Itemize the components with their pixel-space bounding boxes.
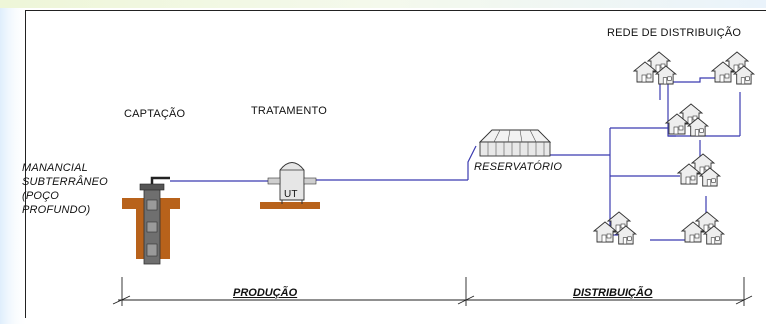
diagram-frame — [25, 10, 766, 318]
house-icon — [632, 61, 658, 83]
well-structure — [122, 176, 180, 265]
ut-label: UT — [284, 189, 298, 200]
house-icon — [664, 113, 690, 135]
house-icon — [698, 167, 722, 187]
reservatorio-label: RESERVATÓRIO — [474, 161, 563, 173]
source-label: MANANCIAL SUBTERRÂNEO (POÇO PROFUNDO) — [22, 161, 108, 217]
house-icon — [654, 65, 678, 85]
source-label-line-3: (POÇO — [22, 190, 60, 202]
distribuicao-phase-label: DISTRIBUIÇÃO — [573, 287, 653, 299]
house-icon — [702, 225, 726, 245]
rede-distribuicao-label: REDE DE DISTRIBUIÇÃO — [607, 27, 742, 39]
phase-dimension-lines — [112, 277, 753, 306]
house-icon — [680, 221, 706, 243]
source-label-line-4: PROFUNDO) — [22, 204, 91, 216]
source-label-line-2: SUBTERRÂNEO — [22, 176, 108, 188]
house-icon — [732, 65, 756, 85]
pipeline — [170, 77, 741, 241]
captacao-label: CAPTAÇÃO — [124, 108, 186, 120]
house-icon — [710, 61, 736, 83]
house-icon — [686, 117, 710, 137]
house-icon — [614, 225, 638, 245]
house-cluster — [592, 51, 756, 245]
tratamento-label: TRATAMENTO — [251, 105, 327, 117]
reservoir-tank — [478, 129, 552, 157]
house-icon — [676, 163, 702, 185]
house-icon — [592, 221, 618, 243]
producao-phase-label: PRODUÇÃO — [233, 287, 298, 299]
source-label-line-1: MANANCIAL — [22, 162, 88, 174]
treatment-unit — [260, 162, 320, 209]
